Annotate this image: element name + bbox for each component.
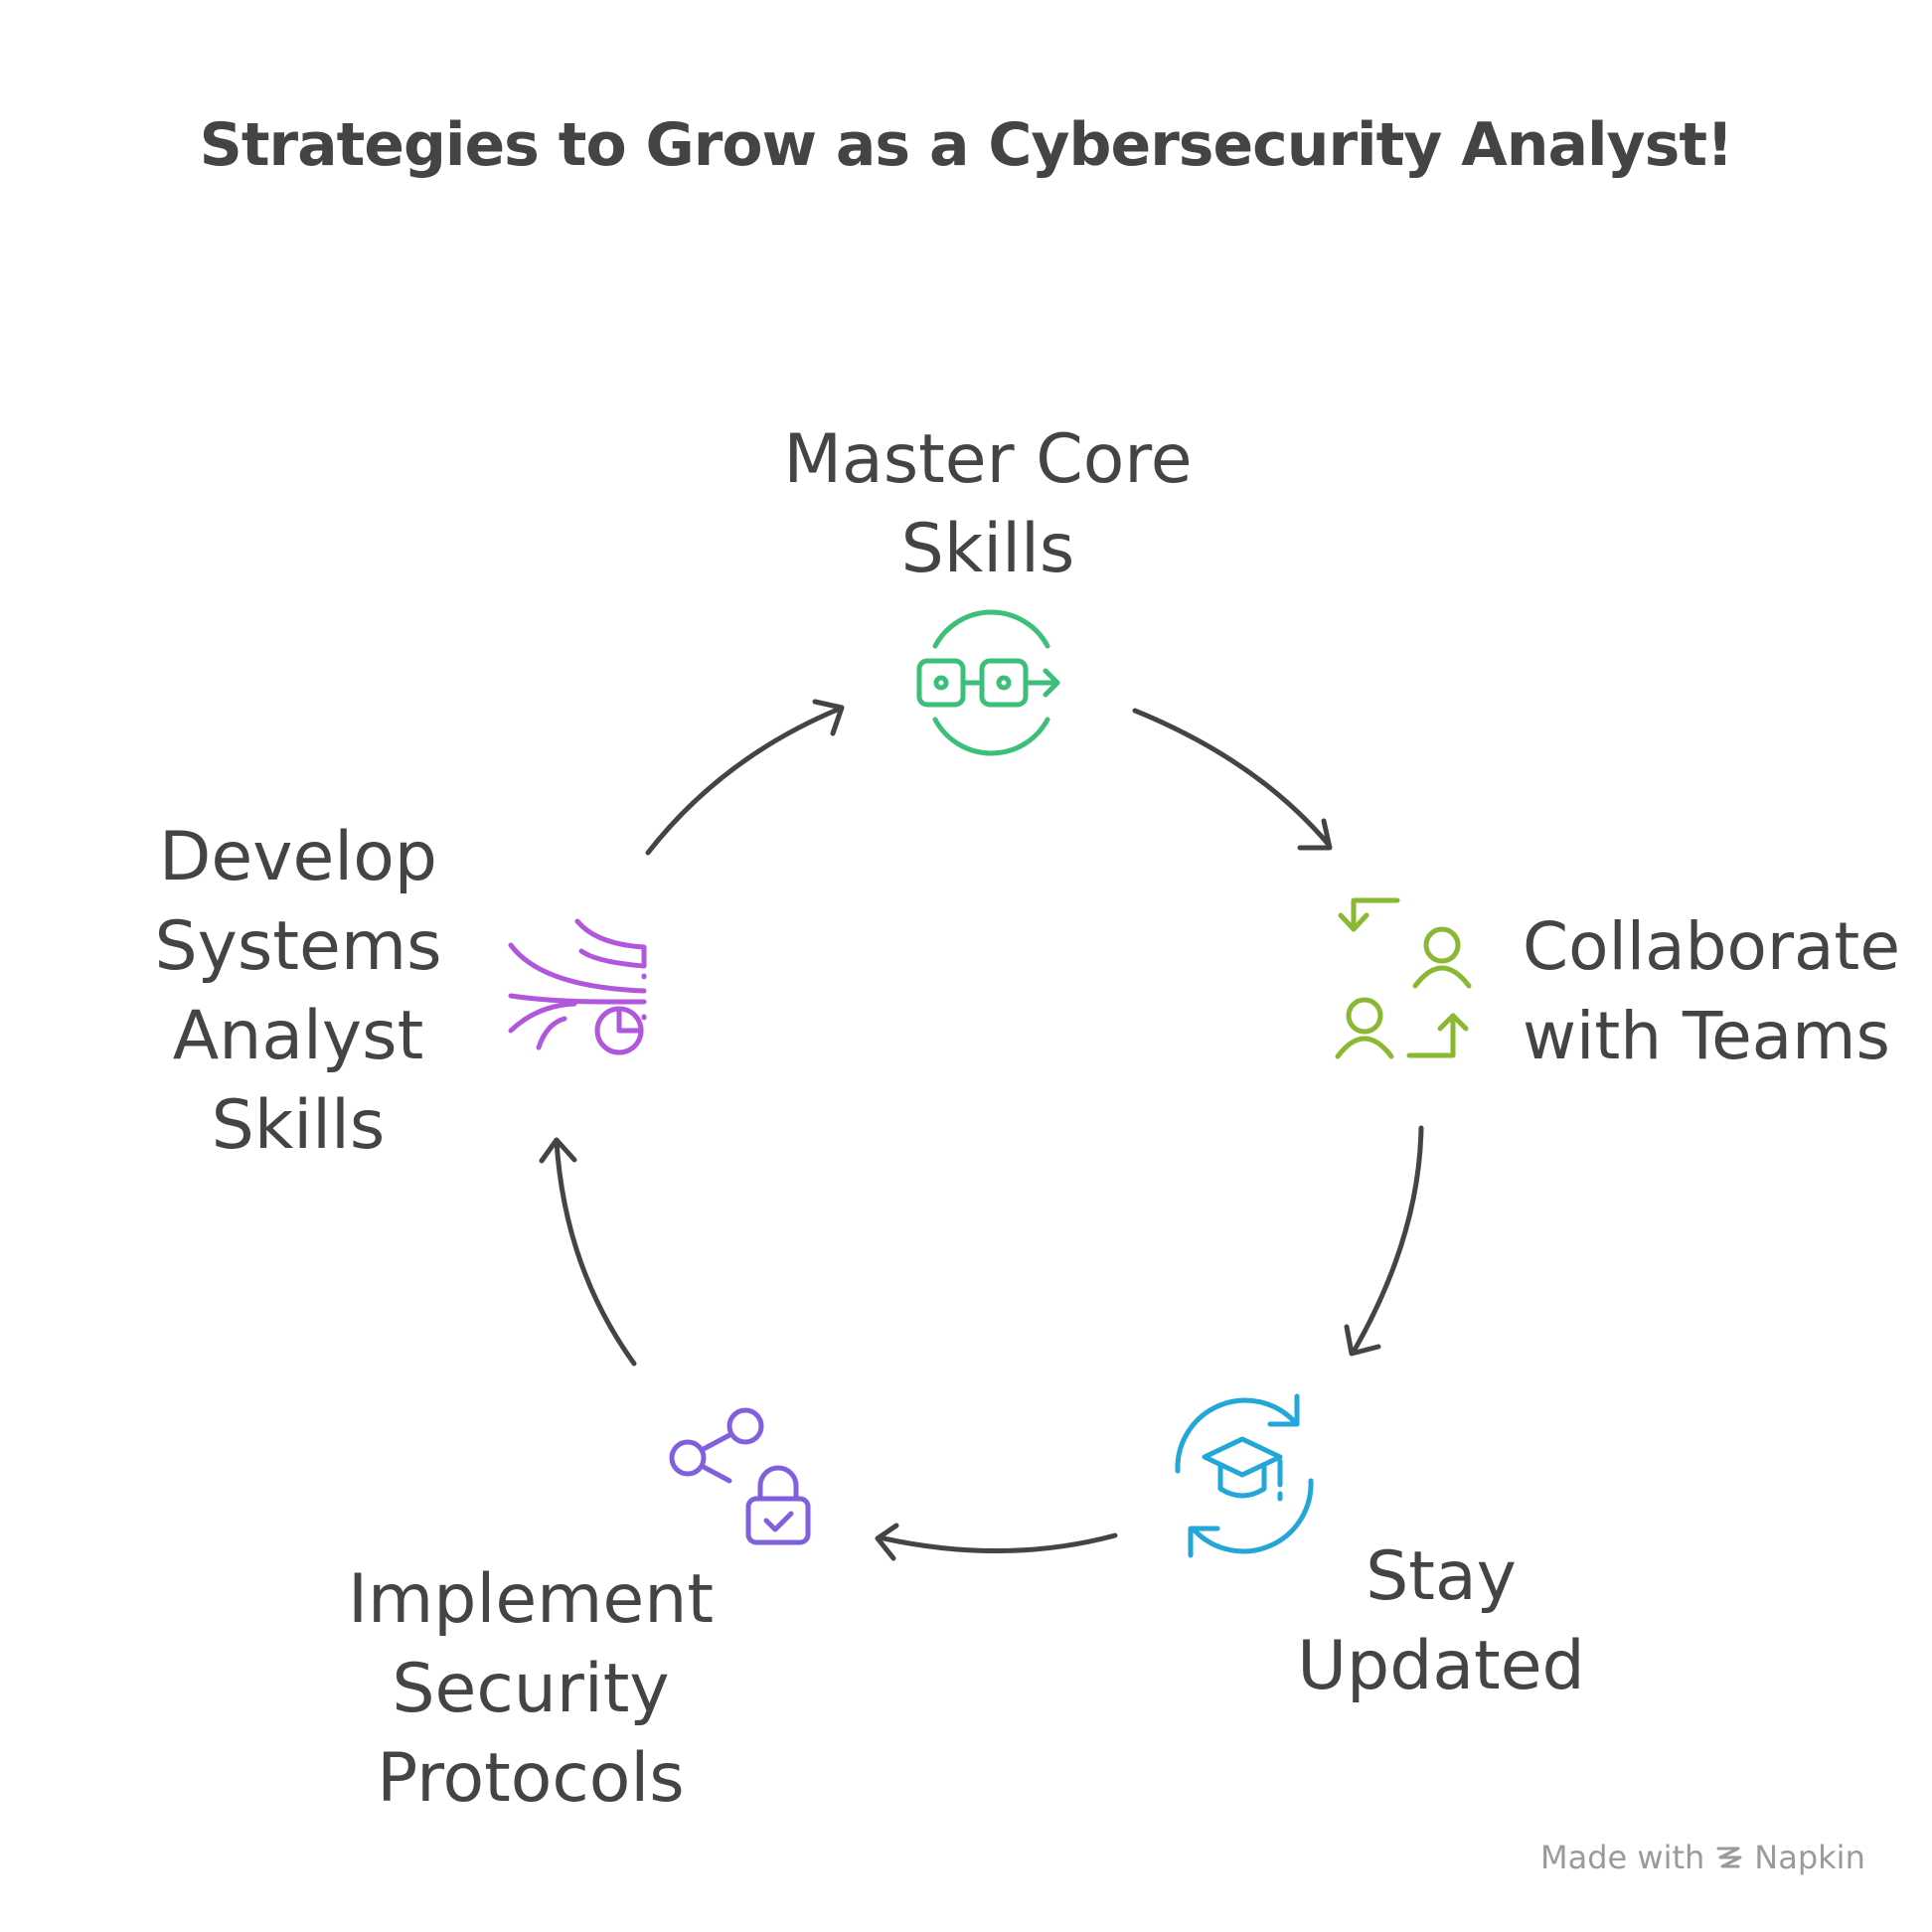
made-with-napkin-badge[interactable]: Made with Napkin (1540, 1839, 1865, 1876)
cycle-arrow-4 (539, 1137, 637, 1367)
step-label-line: Security (392, 1650, 670, 1728)
step-label-line: Protocols (377, 1739, 685, 1818)
cycle-arrow-3 (875, 1523, 1118, 1561)
step-label-collaborate-with-teams: Collaborate with Teams (1523, 902, 1900, 1081)
step-label-line: Master Core (783, 420, 1193, 499)
napkin-logo-icon (1716, 1847, 1742, 1868)
step-label-line: Skills (900, 510, 1075, 588)
step-label-line: Systems (154, 907, 442, 986)
page-title: Strategies to Grow as a Cybersecurity An… (199, 110, 1734, 180)
step-label-implement-security-protocols: Implement Security Protocols (282, 1555, 779, 1824)
step-label-line: Skills (211, 1086, 386, 1165)
glasses-arrow-cycle-icon (916, 609, 1060, 756)
step-label-line: Implement (347, 1560, 715, 1639)
cycle-arrow-5 (645, 699, 845, 856)
graduation-cap-refresh-icon (1175, 1393, 1314, 1558)
made-with-text: Made with (1540, 1839, 1705, 1876)
cycle-arrow-2 (1344, 1125, 1424, 1357)
step-label-line: Develop (159, 818, 437, 896)
cycle-arrow-1 (1132, 708, 1333, 851)
share-lock-icon (669, 1407, 811, 1545)
step-label-develop-systems-analyst-skills: Develop Systems Analyst Skills (99, 813, 497, 1171)
step-label-line: Analyst (172, 997, 424, 1075)
step-label-line: Stay (1366, 1537, 1517, 1616)
step-label-master-core-skills: Master Core Skills (690, 415, 1286, 594)
step-label-stay-updated: Stay Updated (1222, 1532, 1660, 1711)
wind-pie-chart-icon (508, 918, 647, 1055)
step-label-line: Updated (1297, 1627, 1585, 1705)
step-label-line: with Teams (1523, 998, 1890, 1074)
step-label-line: Collaborate (1523, 908, 1900, 985)
napkin-brand-text: Napkin (1754, 1839, 1865, 1876)
team-exchange-icon (1335, 897, 1472, 1059)
